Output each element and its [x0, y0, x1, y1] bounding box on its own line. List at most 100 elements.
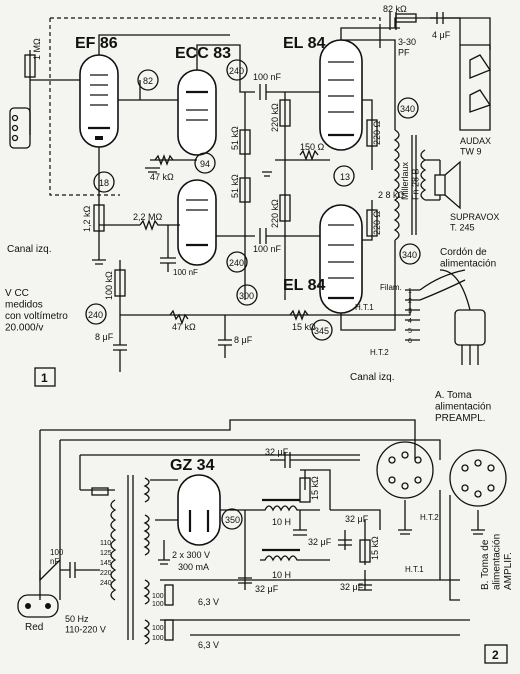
- label-r-220-b: 220 Ω: [372, 210, 382, 235]
- label-toma-b: B. Toma dealimentaciónAMPLIF.: [480, 534, 514, 590]
- label-c100-c: 100: [152, 625, 164, 632]
- pin-2: 2: [408, 298, 412, 305]
- label-c100-a: 100: [152, 593, 164, 600]
- label-c-100n-a: 100 nF: [253, 72, 282, 82]
- label-r-51k-b: 51 kΩ: [230, 174, 240, 198]
- pin-5: 5: [408, 328, 412, 335]
- resistor-220k-a: [279, 99, 291, 127]
- label-r-220-a: 220 Ω: [372, 120, 382, 145]
- node-340-a: [397, 97, 419, 119]
- label-ef86: EF 86: [75, 35, 118, 52]
- node-350-value: 350: [225, 515, 240, 525]
- heater-pot-a: [164, 584, 174, 606]
- node-240c-value: 240: [88, 310, 103, 320]
- tap-220: 220: [100, 570, 112, 577]
- resistor-82k: [395, 13, 417, 23]
- speaker-main-body: [434, 174, 446, 196]
- el84-top: [319, 39, 363, 151]
- label-r-47k-grid: 47 kΩ: [150, 172, 174, 182]
- node-240b-value: 240: [229, 258, 244, 268]
- label-r-1k2: 1,2 kΩ: [82, 205, 92, 232]
- heater-pot-b: [164, 619, 174, 641]
- node-94-value: 94: [200, 159, 210, 169]
- label-ht2-fig2: H.T.2: [420, 513, 439, 522]
- ecc83-upper: [177, 69, 217, 156]
- label-c-32u-d: 32 μF: [340, 582, 364, 592]
- pin-6: 6: [408, 338, 412, 345]
- label-6v3-b: 6,3 V: [198, 640, 219, 650]
- resistor-15k-b: [359, 539, 371, 563]
- node-18-value: 18: [99, 178, 109, 188]
- socket-amplif: [449, 449, 507, 507]
- fig1-box: [34, 367, 56, 387]
- fuse: [91, 487, 109, 496]
- node-350: [221, 508, 243, 530]
- label-c-100n-c: 100 nF: [173, 268, 198, 277]
- label-r-51k-a: 51 kΩ: [230, 126, 240, 150]
- label-c100-b: 100: [152, 601, 164, 608]
- label-filam: Filam.: [380, 283, 402, 292]
- resistor-51k-b: [239, 177, 251, 203]
- node-300: [236, 284, 258, 306]
- node-300-value: 300: [239, 291, 254, 301]
- label-r-220k-b: 220 kΩ: [270, 199, 280, 228]
- label-c-32u-a: 32 μF: [308, 537, 332, 547]
- label-c-4u: 4 μF: [432, 30, 451, 40]
- tap-110: 110: [100, 540, 111, 547]
- label-l-10h-b: 10 H: [272, 570, 291, 580]
- label-r-1meg: 1 MΩ: [32, 38, 42, 60]
- label-ht1-fig2: H.T.1: [405, 565, 424, 574]
- resistor-100k: [114, 269, 126, 297]
- label-ecc83: ECC 83: [175, 45, 231, 62]
- resistor-1k2: [93, 204, 105, 232]
- input-socket: [9, 107, 31, 149]
- node-340b-value: 340: [402, 250, 417, 260]
- socket-preampl: [376, 441, 434, 499]
- label-r-82k: 82 kΩ: [383, 4, 407, 14]
- label-6v3-a: 6,3 V: [198, 597, 219, 607]
- resistor-220-a: [366, 119, 378, 147]
- label-canal-bottom: Canal izq.: [350, 372, 394, 383]
- resistor-1m: [24, 54, 36, 78]
- power-plug: [454, 309, 486, 346]
- label-canal-top: Canal izq.: [7, 244, 51, 255]
- label-r-15k-b: 15 kΩ: [370, 536, 380, 560]
- node-13-value: 13: [340, 172, 350, 182]
- label-el84-top: EL 84: [283, 35, 326, 52]
- node-13: [333, 165, 355, 187]
- label-l-10h-top: 10 H: [272, 517, 291, 527]
- node-240-a: [226, 59, 248, 81]
- resistor-220-b: [366, 209, 378, 237]
- label-gz34: GZ 34: [170, 457, 215, 474]
- speaker-tweeter: [469, 54, 492, 113]
- label-ht1-fig1: H.T.1: [355, 303, 374, 312]
- label-c-32u-top: 32 μF: [265, 447, 289, 457]
- node-18: [93, 171, 115, 193]
- node-82: [137, 69, 159, 91]
- tap-240: 240: [100, 580, 112, 587]
- label-r-15k-top: 15 kΩ: [310, 476, 320, 500]
- label-c-100n-b: 100 nF: [253, 244, 282, 254]
- resistor-51k-a: [239, 129, 251, 155]
- pin-3: 3: [408, 308, 412, 315]
- label-r-150: 150 Ω: [300, 142, 325, 152]
- fig2-box: [484, 644, 508, 664]
- resistor-220k-b: [279, 194, 291, 222]
- label-red: Red: [25, 622, 43, 633]
- label-r-47k-supply: 47 kΩ: [172, 322, 196, 332]
- tap-145: 145: [100, 560, 112, 567]
- node-240a-value: 240: [229, 66, 244, 76]
- gz34-tube: [177, 474, 221, 546]
- label-r-100k: 100 kΩ: [104, 271, 114, 300]
- label-c-32u-c: 32 μF: [255, 584, 279, 594]
- tap-125: 125: [100, 550, 112, 557]
- label-el84-bottom: EL 84: [283, 277, 326, 294]
- label-c-8u-a: 8 μF: [95, 332, 114, 342]
- label-ht2-fig1: H.T.2: [370, 348, 389, 357]
- pin-4: 4: [408, 318, 412, 325]
